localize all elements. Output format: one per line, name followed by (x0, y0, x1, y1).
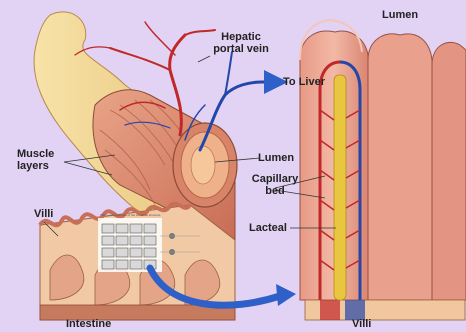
label-muscle-line2: layers (17, 160, 54, 172)
label-lacteal: Lacteal (249, 222, 287, 234)
label-muscle-line1: Muscle (17, 148, 54, 160)
label-lumen-top: Lumen (382, 9, 418, 21)
label-villi-left: Villi (34, 208, 53, 220)
label-intestine: Intestine (66, 318, 111, 330)
label-capillary-line1: Capillary (246, 173, 304, 185)
label-capillary-line2: bed (246, 185, 304, 197)
label-hepatic-line1: Hepatic (206, 31, 276, 43)
villus-detail (300, 20, 466, 320)
label-lumen-middle: Lumen (258, 152, 294, 164)
lacteal-vessel (334, 75, 346, 300)
label-hepatic-line2: portal vein (206, 43, 276, 55)
label-muscle-layers: Muscle layers (17, 148, 54, 172)
overlay-caption: This is a visual inset of the intestinal… (100, 213, 160, 217)
label-to-liver: To Liver (283, 76, 325, 88)
label-villi-bottom: Villi (352, 318, 371, 330)
lumen-opening (191, 146, 215, 184)
label-capillary-bed: Capillary bed (246, 173, 304, 197)
label-hepatic-portal-vein: Hepatic portal vein (206, 31, 276, 55)
